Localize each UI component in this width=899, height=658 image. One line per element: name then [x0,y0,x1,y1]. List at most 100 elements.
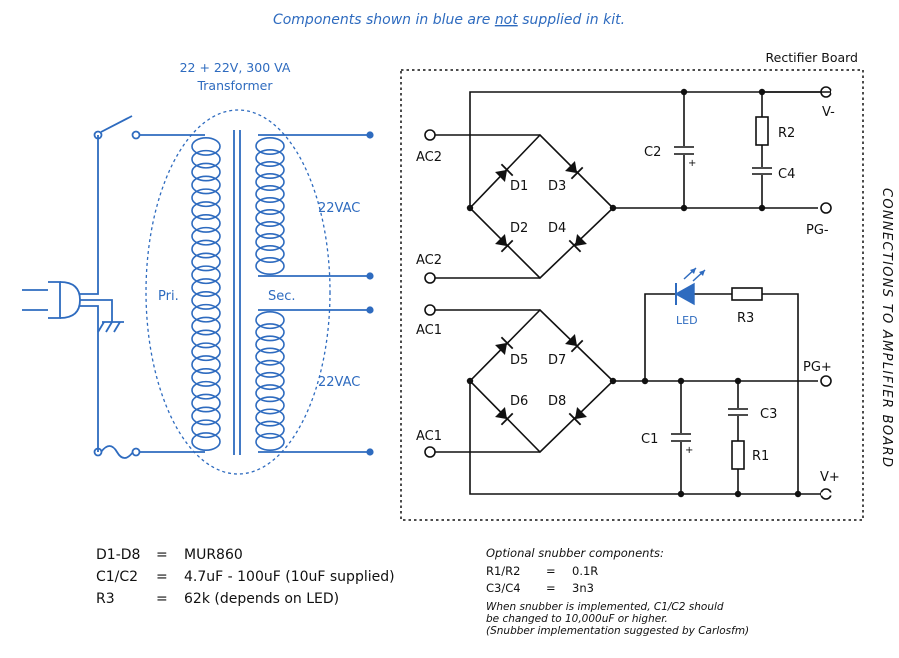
junction [609,377,617,385]
snubber-title: Optional snubber components: [486,546,664,560]
secondary-top-turn [255,245,285,264]
c4-label: C4 [778,167,795,182]
junction [677,377,685,385]
primary-coil-turn [191,278,221,298]
primary-coil-turn [191,380,221,400]
sec-terminal-4 [366,448,374,456]
rectifier-board-title: Rectifier Board [766,50,858,65]
fuse-contact-right [131,447,141,457]
primary-coil-turn [191,175,221,195]
earth-symbol-tick3 [113,321,121,333]
secondary-bottom-voltage: 22VAC [318,375,360,390]
snubber-note-2: be changed to 10,000uF or higher. [486,613,668,625]
plug-nose [59,281,81,319]
switch-contact-left [93,130,103,140]
ac2-top-label: AC2 [416,150,442,165]
pg-minus-label: PG- [806,223,829,238]
secondary-bottom-turn [255,310,285,330]
terminal-ac2-bottom [424,272,436,284]
snubber-note-1: When snubber is implemented, C1/C2 shoul… [486,601,724,613]
primary-coil-turn [191,226,221,246]
secondary-bottom-turn [255,432,285,451]
amplifier-connections-label: CONNECTIONS TO AMPLIFIER BOARD [879,188,894,468]
secondary-top-turn [255,173,285,192]
r2-resistor [755,116,769,146]
d1-label: D1 [510,179,528,194]
diode-d7 [565,334,578,347]
secondary-top-turn [255,256,285,275]
primary-coil-turn [191,367,221,387]
transformer-label: Transformer [196,78,273,93]
secondary-bottom-turn [255,396,285,415]
d4-label: D4 [548,221,566,236]
primary-coil-turn [191,290,221,310]
led-ray-arrow-1 [690,268,696,274]
earth-symbol-tick2 [105,321,113,333]
diode-d2 [495,234,508,247]
secondary-bottom-turn [255,408,285,427]
sec-terminal-3 [366,306,374,314]
mains-neutral-wire [80,305,99,452]
wire-v-minus [469,91,852,208]
diode-d6-cathode-bar [500,412,514,426]
parts-list: D1-D8 = MUR860 C1/C2 = 4.7uF - 100uF (10… [96,547,395,607]
diode-d5-cathode-bar [500,336,514,350]
secondary-top-turn [255,233,285,252]
secondary-coil-bottom [255,310,285,451]
terminal-ac1-bottom [424,446,436,458]
earth-wire [80,299,113,322]
diode-d4 [574,234,587,247]
junction [680,88,688,96]
d2-label: D2 [510,221,528,236]
ac2-bottom-label: AC2 [416,253,442,268]
secondary-bottom-turn [255,359,285,378]
secondary-coil-top [255,137,285,275]
wire-led [644,293,676,381]
diodes-upper [495,161,587,253]
terminal-ac1-top [424,304,436,316]
primary-coil-turn [191,419,221,439]
diode-d5 [495,342,508,355]
mains-section: Pri. Sec. 22VAC 22VAC [22,109,374,475]
primary-coil-turn [191,162,221,182]
led-ray-arrow-2 [699,270,705,276]
c1-label: C1 [641,432,658,447]
primary-coil-turn [191,303,221,323]
junction [680,204,688,212]
secondary-top-turn [255,185,285,204]
primary-coil [191,137,221,452]
sec-terminal-2 [366,272,374,280]
junction [758,204,766,212]
r3-label: R3 [737,311,754,326]
junction [794,490,802,498]
diode-d6 [495,407,508,420]
snubber-row-1-eq: = [546,564,556,578]
r2-label: R2 [778,126,795,141]
sec-terminal-1 [366,131,374,139]
bom-row-1-eq: = [156,547,168,563]
secondary-bottom-turn [255,347,285,366]
bom-row-1-value: MUR860 [184,547,243,563]
secondary-top-voltage: 22VAC [318,201,360,216]
diode-d7-cathode-bar [570,339,584,353]
bom-row-2-eq: = [156,569,168,585]
snubber-row-1-part: R1/R2 [486,564,521,578]
primary-coil-turn [191,239,221,259]
bom-row-3-eq: = [156,591,168,607]
primary-coil-turn [191,214,221,233]
secondary-top-turn [255,221,285,240]
primary-coil-turn [191,149,221,169]
diode-d3-cathode-bar [570,166,584,180]
primary-coil-turn [191,432,221,452]
secondary-bottom-turn [255,420,285,439]
fuse-icon [100,445,134,459]
secondary-bottom-turn [255,335,285,354]
secondary-top-turn [255,161,285,180]
secondary-bottom-turn [255,384,285,403]
wire-v-plus [469,381,852,495]
ac1-bottom-label: AC1 [416,429,442,444]
junction [641,377,649,385]
primary-coil-turn [191,406,221,426]
secondary-top-turn [255,209,285,228]
